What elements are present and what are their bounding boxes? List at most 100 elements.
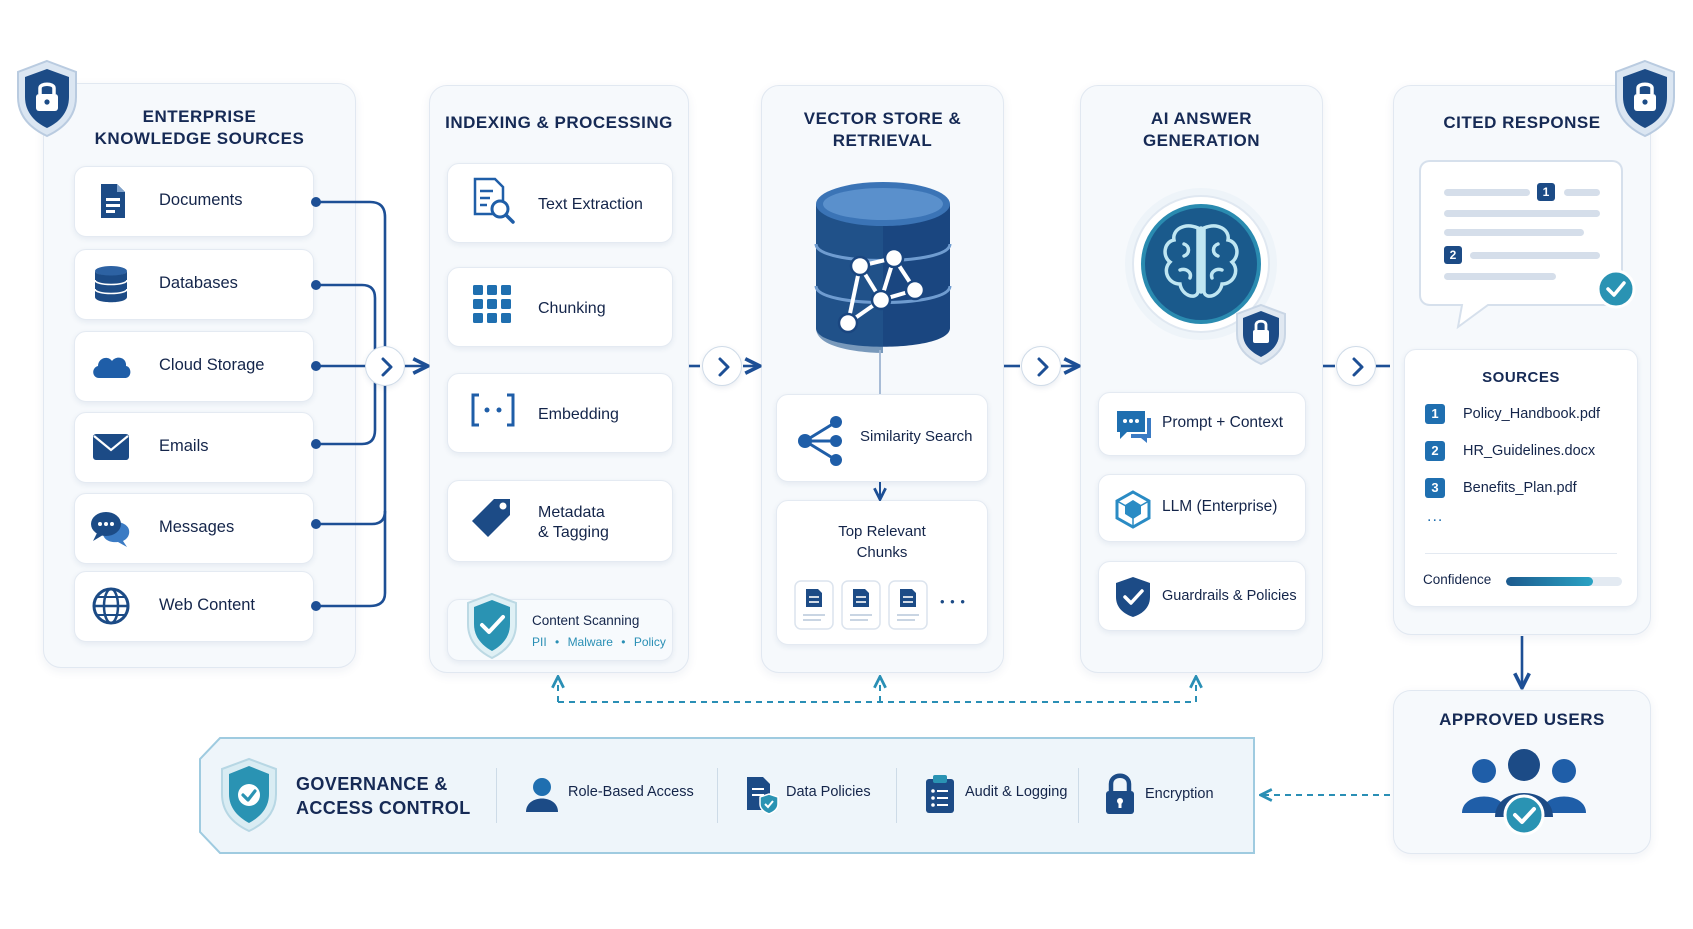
source-card-documents[interactable]: Documents — [74, 166, 314, 237]
source-card-web-content[interactable]: Web Content — [74, 571, 314, 642]
sources-title: SOURCES — [1482, 369, 1560, 386]
step-guardrails-policies[interactable]: Guardrails & Policies — [1098, 561, 1306, 631]
tag-separator: • — [621, 635, 626, 649]
source-label: Web Content — [159, 596, 256, 614]
response-bubble: 1 2 — [1418, 159, 1636, 330]
divider — [896, 768, 897, 823]
source-file-name: Benefits_Plan.pdf — [1463, 480, 1577, 496]
source-label: Documents — [159, 191, 243, 209]
step-label: Embedding — [538, 406, 619, 423]
user-icon — [526, 778, 558, 812]
source-card-emails[interactable]: Emails — [74, 412, 314, 483]
llm-label: LLM (Enterprise) — [1162, 498, 1278, 515]
gov-item-label: Role-Based Access — [568, 784, 694, 800]
chevron-right-icon — [718, 357, 730, 377]
flow-node-button[interactable] — [1336, 346, 1376, 386]
shield-lock-icon — [1615, 59, 1675, 138]
padlock-icon — [1106, 773, 1134, 814]
chevron-right-icon — [1037, 357, 1049, 377]
step-chunking[interactable]: Chunking — [447, 267, 673, 347]
source-row[interactable]: 2 HR_Guidelines.docx — [1425, 441, 1635, 463]
confidence-track — [1506, 577, 1622, 586]
vector-database-icon — [814, 182, 952, 353]
document-icon — [101, 184, 125, 218]
panel-title-indexing: INDEXING & PROCESSING — [445, 113, 673, 132]
content-scanning-title: Content Scanning — [532, 613, 640, 628]
source-num-badge: 3 — [1425, 478, 1445, 498]
source-row[interactable]: 1 Policy_Handbook.pdf — [1425, 404, 1635, 426]
chevron-right-icon — [1352, 357, 1364, 377]
chunk-document-icons — [794, 580, 928, 630]
clipboard-list-icon — [926, 775, 954, 813]
panel-title-sources: ENTERPRISE KNOWLEDGE SOURCES — [94, 107, 305, 148]
gov-item-encryption[interactable]: Encryption — [1103, 772, 1243, 818]
gov-item-audit-logging[interactable]: Audit & Logging — [923, 772, 1073, 818]
scanning-tags: PII • Malware • Policy — [532, 635, 666, 649]
users-group-icon — [1462, 749, 1586, 836]
globe-icon — [92, 587, 130, 625]
top-chunks-card[interactable]: Top Relevant Chunks • • • — [776, 500, 988, 645]
database-icon — [94, 266, 128, 303]
step-label: Metadata & Tagging — [538, 504, 609, 541]
step-text-extraction[interactable]: Text Extraction — [447, 163, 673, 243]
source-num-badge: 2 — [1425, 441, 1445, 461]
gov-item-label: Audit & Logging — [965, 784, 1068, 800]
source-label: Messages — [159, 518, 235, 536]
content-scanning-card[interactable]: Content Scanning PII • Malware • Policy — [447, 592, 673, 661]
bracket-dots-icon — [471, 393, 515, 427]
tag-separator: • — [555, 635, 560, 649]
panel-approved-users: APPROVED USERS — [1393, 690, 1651, 854]
citation-badge: 1 — [1537, 183, 1555, 201]
chevron-right-icon — [381, 357, 393, 377]
speech-bubble-shape — [1419, 160, 1623, 330]
similarity-search-card[interactable]: Similarity Search — [776, 394, 988, 482]
share-network-icon — [798, 416, 842, 466]
source-label: Emails — [159, 437, 209, 455]
gov-item-label: Data Policies — [786, 784, 871, 800]
confidence-label: Confidence — [1423, 572, 1492, 587]
email-icon — [93, 434, 129, 460]
step-label: Text Extraction — [538, 196, 643, 213]
similarity-search-label: Similarity Search — [860, 428, 973, 445]
divider — [1425, 553, 1617, 554]
source-row[interactable]: 3 Benefits_Plan.pdf — [1425, 478, 1635, 500]
source-card-cloud-storage[interactable]: Cloud Storage — [74, 331, 314, 402]
shield-check-icon — [1116, 577, 1150, 617]
panel-title-users: APPROVED USERS — [1439, 710, 1605, 729]
source-file-name: HR_Guidelines.docx — [1463, 443, 1596, 459]
source-label: Databases — [159, 274, 238, 292]
ai-brain-icon — [1125, 188, 1286, 366]
scan-tag-policy: Policy — [633, 635, 666, 649]
source-card-databases[interactable]: Databases — [74, 249, 314, 320]
step-metadata-tagging[interactable]: Metadata & Tagging — [447, 480, 673, 562]
flow-node-button[interactable] — [702, 346, 742, 386]
panel-title-vector: VECTOR STORE & RETRIEVAL — [803, 109, 962, 150]
citation-badge: 2 — [1444, 246, 1462, 264]
guardrails-label: Guardrails & Policies — [1162, 588, 1297, 604]
chat-icon — [1117, 411, 1151, 443]
divider — [717, 768, 718, 823]
gov-item-role-based-access[interactable]: Role-Based Access — [524, 772, 709, 818]
confidence-fill — [1506, 577, 1593, 586]
top-chunks-label: Top Relevant Chunks — [838, 523, 926, 561]
document-search-icon — [473, 177, 515, 224]
cloud-icon — [93, 357, 131, 378]
gov-item-data-policies[interactable]: Data Policies — [744, 772, 889, 818]
shield-lock-icon — [17, 59, 77, 138]
source-card-messages[interactable]: Messages — [74, 493, 314, 564]
scan-tag-pii: PII — [532, 635, 547, 649]
flow-node-button[interactable] — [1021, 346, 1061, 386]
governance-title: GOVERNANCE & ACCESS CONTROL — [296, 774, 471, 818]
step-llm-enterprise[interactable]: LLM (Enterprise) — [1098, 474, 1306, 542]
step-label: Chunking — [538, 300, 606, 317]
chunks-more-ellipsis: • • • — [940, 594, 966, 609]
flow-node-button[interactable] — [365, 346, 405, 386]
step-embedding[interactable]: Embedding — [447, 373, 673, 453]
source-label: Cloud Storage — [159, 356, 265, 374]
step-prompt-context[interactable]: Prompt + Context — [1098, 392, 1306, 456]
document-shield-icon — [747, 777, 779, 815]
shield-check-icon — [467, 592, 517, 660]
panel-title-ai: AI ANSWER GENERATION — [1142, 109, 1261, 150]
cited-sources-card: SOURCES 1 Policy_Handbook.pdf 2 HR_Guide… — [1404, 349, 1638, 607]
